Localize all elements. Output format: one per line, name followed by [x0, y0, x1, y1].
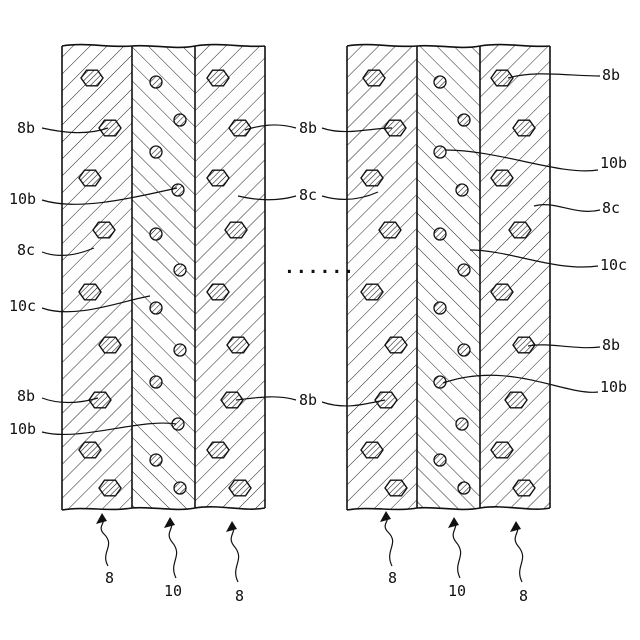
arrow-10-right [453, 520, 460, 578]
right-layer-8-b [480, 45, 550, 510]
left-layer-8-b [195, 45, 265, 510]
active-material-particle [385, 480, 407, 496]
active-material-particle [99, 120, 121, 136]
label-8b: 8b [602, 336, 620, 354]
active-material-particle [513, 120, 535, 136]
label-10b: 10b [600, 154, 627, 172]
separator-particle [434, 146, 446, 158]
active-material-particle [361, 284, 383, 300]
left-stack [62, 45, 265, 510]
active-material-particle [207, 284, 229, 300]
label-10b: 10b [600, 378, 627, 396]
active-material-particle [361, 170, 383, 186]
active-material-particle [361, 442, 383, 458]
arrow-head [226, 521, 237, 532]
separator-particle [150, 228, 162, 240]
active-material-particle [99, 480, 121, 496]
separator-particle [458, 264, 470, 276]
active-material-particle [379, 222, 401, 238]
active-material-particle [505, 392, 527, 408]
active-material-particle [229, 480, 251, 496]
active-material-particle [79, 284, 101, 300]
active-material-particle [81, 70, 103, 86]
separator-particle [456, 418, 468, 430]
separator-particle [434, 454, 446, 466]
arrow-8-right [385, 514, 392, 566]
left-layer-8-a [62, 45, 132, 510]
label-8b: 8b [17, 119, 35, 137]
label-8c: 8c [602, 199, 620, 217]
label-10c: 10c [600, 256, 627, 274]
left-layer-10 [132, 46, 195, 510]
active-material-particle [229, 120, 251, 136]
separator-particle [458, 114, 470, 126]
separator-particle [458, 482, 470, 494]
active-material-particle [207, 170, 229, 186]
separator-particle [150, 146, 162, 158]
arrow-head [96, 513, 107, 524]
separator-particle [434, 76, 446, 88]
label-8c: 8c [299, 186, 317, 204]
separator-particle [174, 264, 186, 276]
separator-particle [150, 376, 162, 388]
arrow-head [380, 511, 391, 522]
label-8b: 8b [299, 391, 317, 409]
separator-particle [456, 184, 468, 196]
separator-particle [434, 302, 446, 314]
active-material-particle [225, 222, 247, 238]
separator-particle [174, 344, 186, 356]
ref-8: 8 [388, 569, 397, 587]
arrow-head [448, 517, 459, 528]
separator-particle [174, 114, 186, 126]
arrow-head [510, 521, 521, 532]
active-material-particle [385, 337, 407, 353]
ref-8: 8 [519, 587, 528, 605]
active-material-particle [363, 70, 385, 86]
label-10b: 10b [9, 420, 36, 438]
ellipsis-text: ...... [284, 257, 355, 278]
ref-10: 10 [448, 582, 466, 600]
active-material-particle [375, 392, 397, 408]
label-10c: 10c [9, 297, 36, 315]
separator-particle [458, 344, 470, 356]
active-material-particle [99, 337, 121, 353]
label-8b: 8b [299, 119, 317, 137]
arrow-10-left [169, 520, 176, 578]
label-8c: 8c [17, 241, 35, 259]
ref-10: 10 [164, 582, 182, 600]
separator-particle [150, 76, 162, 88]
active-material-particle [509, 222, 531, 238]
active-material-particle [513, 480, 535, 496]
separator-particle [150, 454, 162, 466]
right-layer-8-a [347, 45, 417, 510]
label-10b: 10b [9, 190, 36, 208]
right-stack [347, 45, 550, 510]
bottom-references: 8 10 8 8 10 8 [96, 511, 528, 605]
ref-8: 8 [105, 569, 114, 587]
separator-particle [150, 302, 162, 314]
active-material-particle [93, 222, 115, 238]
active-material-particle [79, 442, 101, 458]
active-material-particle [491, 442, 513, 458]
label-8b: 8b [17, 387, 35, 405]
ref-8: 8 [235, 587, 244, 605]
active-material-particle [207, 442, 229, 458]
separator-particle [434, 228, 446, 240]
arrow-8-left [101, 516, 108, 566]
active-material-particle [491, 284, 513, 300]
active-material-particle [79, 170, 101, 186]
active-material-particle [227, 337, 249, 353]
arrow-8-left-b [231, 524, 238, 582]
right-layer-10 [417, 46, 480, 510]
active-material-particle [207, 70, 229, 86]
separator-particle [172, 184, 184, 196]
active-material-particle [491, 170, 513, 186]
label-8b: 8b [602, 66, 620, 84]
separator-particle [174, 482, 186, 494]
arrow-head [164, 517, 175, 528]
arrow-8-right-b [515, 524, 522, 582]
